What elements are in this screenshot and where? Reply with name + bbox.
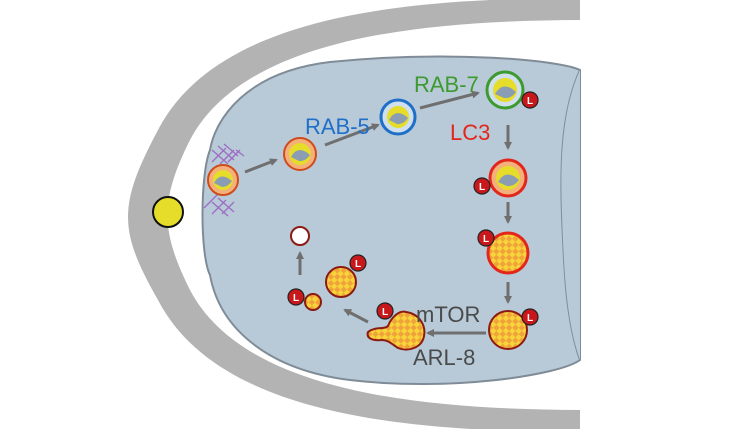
lysosome-marker-label: L	[527, 96, 533, 107]
rab7-phagosome: L	[485, 70, 539, 110]
rab7-label: RAB-7	[414, 72, 479, 97]
lysosome-marker-label: L	[293, 293, 299, 304]
lysosome-icon	[473, 177, 491, 195]
empty-vesicle	[290, 226, 310, 246]
apoptotic-corpse	[152, 196, 184, 228]
rab5-label: RAB-5	[305, 114, 370, 139]
lysosome-marker-label: L	[527, 313, 533, 324]
lysosome-marker-label: L	[382, 307, 388, 318]
arl8-label: ARL-8	[413, 345, 475, 370]
tubulating-phagolysosome: L	[366, 302, 426, 351]
lysosome-icon	[376, 302, 394, 320]
lysosome-icon	[521, 91, 539, 109]
nascent-phagosome	[207, 164, 239, 196]
lysosome-icon	[287, 288, 305, 306]
lysosome-marker-label: L	[479, 182, 485, 193]
lc3-label: LC3	[450, 120, 490, 145]
phagolysosome: L	[477, 229, 530, 275]
early-phagosome	[283, 137, 317, 171]
lc3-phagosome: L	[473, 158, 528, 198]
neighbor-cell	[561, 70, 580, 360]
phagolysosome-fragments: L L	[287, 226, 367, 311]
rab5-phagosome	[379, 98, 417, 136]
pathway-arrows	[244, 90, 512, 337]
lysosome-icon	[477, 229, 495, 247]
receptor-cluster-icon	[203, 143, 245, 217]
mature-phagolysosome: L	[488, 308, 539, 350]
lysosome-icon	[521, 308, 539, 326]
lysosome-marker-label: L	[355, 259, 361, 270]
lysosome-icon	[349, 254, 367, 272]
lysosome-marker-label: L	[483, 234, 489, 245]
mtor-label: mTOR	[416, 302, 480, 327]
